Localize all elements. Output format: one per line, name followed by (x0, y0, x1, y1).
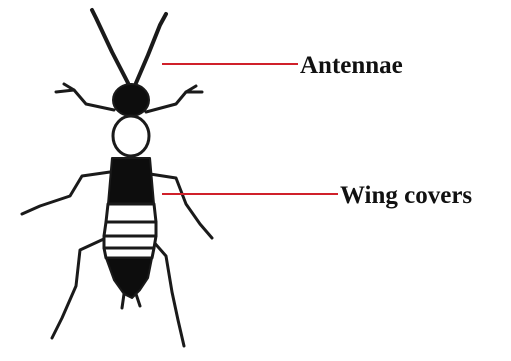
wing-covers-label: Wing covers (340, 182, 472, 209)
insect-head (113, 84, 149, 116)
front-leg-right (146, 86, 202, 112)
hind-leg-right (152, 240, 184, 346)
antenna-right (136, 14, 166, 83)
insect-abdomen (104, 204, 156, 258)
earwig-drawing (22, 10, 212, 346)
insect-wing-covers (108, 158, 154, 204)
hind-leg-left (52, 238, 106, 338)
insect-abdomen-tip (106, 258, 152, 298)
middle-leg-right (150, 174, 212, 238)
antennae-label: Antennae (300, 52, 403, 79)
middle-leg-left (22, 172, 110, 214)
insect-thorax (113, 116, 149, 156)
front-leg-left (56, 84, 114, 110)
antenna-left (92, 10, 128, 83)
